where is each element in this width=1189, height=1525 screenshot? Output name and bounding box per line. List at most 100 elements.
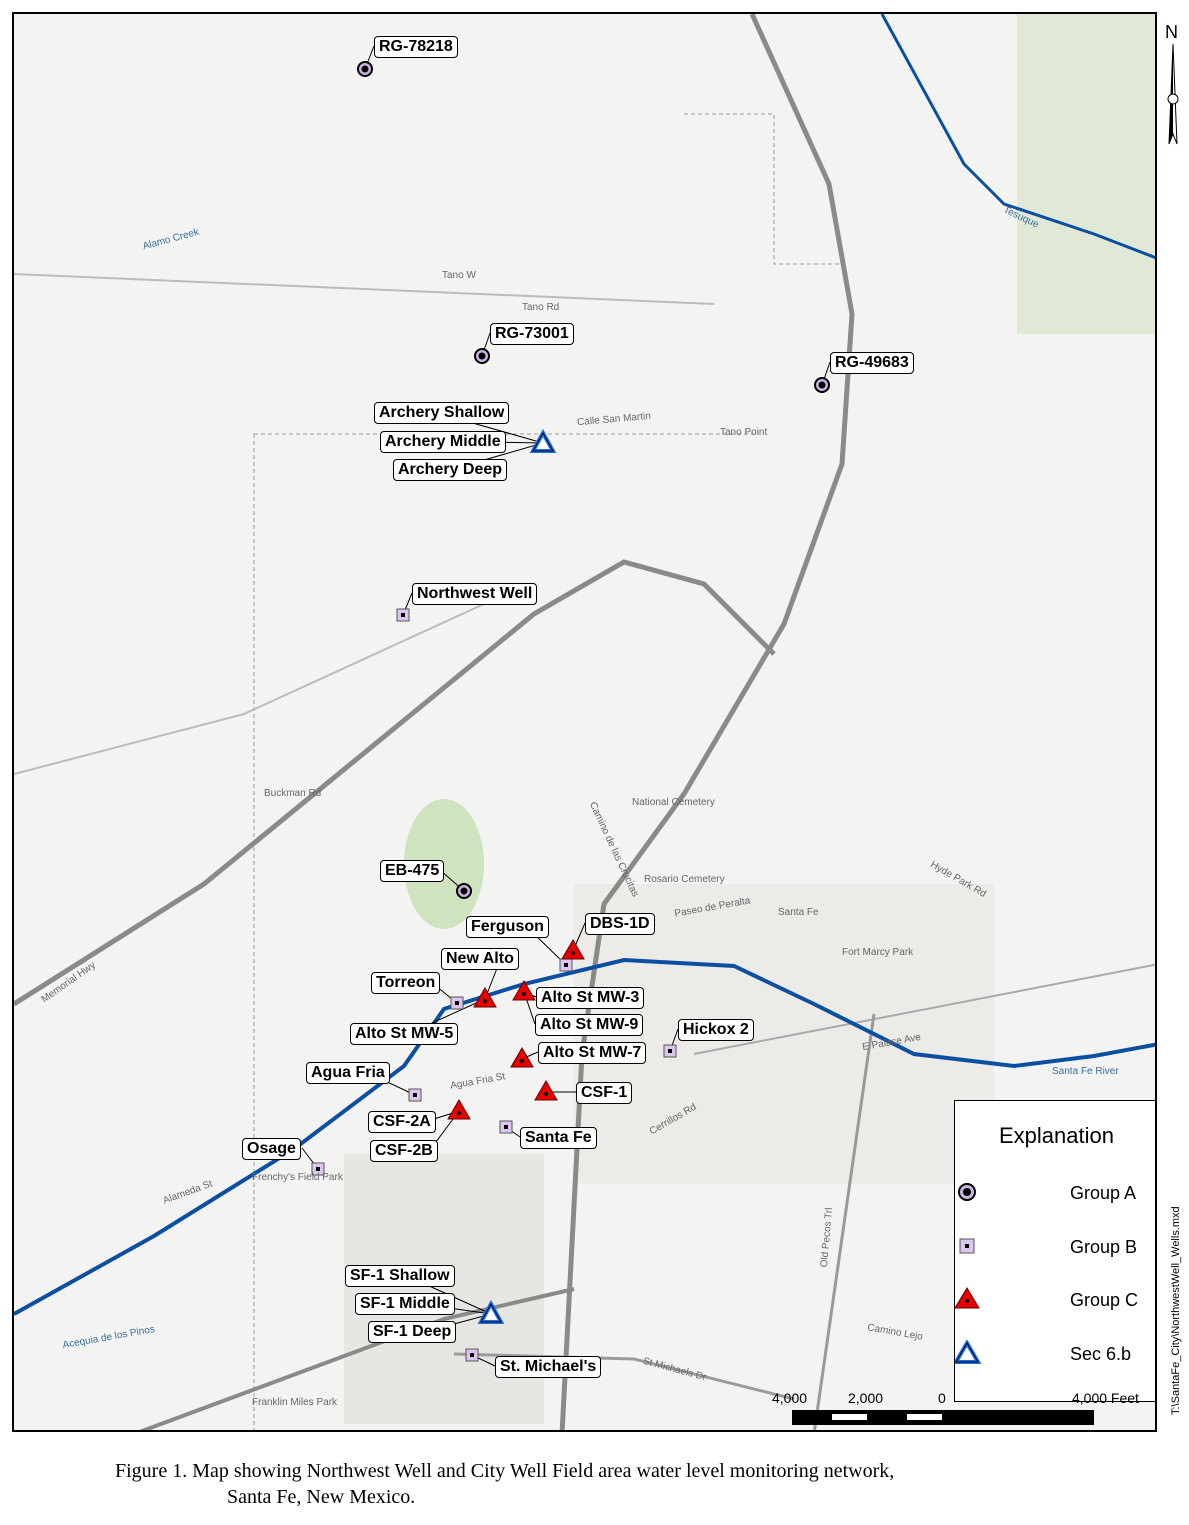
road (14, 603, 485, 775)
group-c-well-marker[interactable] (473, 987, 497, 1008)
well-label[interactable]: Archery Middle (380, 431, 506, 453)
group-b-well-marker[interactable] (465, 1348, 479, 1362)
well-label[interactable]: St. Michael's (495, 1356, 602, 1378)
well-label[interactable]: Agua Fria (306, 1062, 390, 1084)
north-label: N (1165, 22, 1178, 42)
street-label: National Cemetery (632, 797, 715, 808)
legend-label: Group B (1070, 1237, 1138, 1257)
well-label[interactable]: Archery Deep (393, 459, 508, 481)
sec6b-well-marker[interactable] (529, 428, 557, 453)
circle-dot-icon (958, 1183, 976, 1201)
legend-item-group-c: Group C (955, 1286, 1155, 1316)
street-label: Tano Rd (522, 302, 560, 313)
street-label: Buckman Rd (264, 788, 322, 799)
group-b-well-marker[interactable] (408, 1088, 422, 1102)
group-a-well-marker[interactable] (474, 348, 490, 364)
well-label[interactable]: Alto St MW-3 (536, 987, 645, 1009)
caption-line-2: Santa Fe, New Mexico. (227, 1486, 416, 1508)
group-c-well-marker[interactable] (510, 1047, 534, 1068)
well-label[interactable]: Osage (242, 1138, 301, 1160)
well-label[interactable]: CSF-2B (370, 1140, 438, 1162)
legend-item-group-b: Group B (955, 1233, 1155, 1263)
group-b-well-marker[interactable] (311, 1162, 325, 1176)
group-b-well-marker[interactable] (396, 608, 410, 622)
group-c-well-marker[interactable] (512, 980, 536, 1001)
blue-triangle-icon (955, 1340, 982, 1364)
street-label: Fort Marcy Park (842, 947, 914, 958)
street-label: Santa Fe (778, 907, 819, 918)
well-label[interactable]: SF-1 Deep (368, 1321, 457, 1343)
well-label[interactable]: Ferguson (466, 916, 549, 938)
st-michaels-drive (453, 1352, 795, 1401)
well-label[interactable]: DBS-1D (585, 913, 655, 935)
well-label[interactable]: Santa Fe (520, 1127, 597, 1149)
group-a-well-marker[interactable] (814, 377, 830, 393)
boundary-line (253, 433, 754, 1430)
forest-area (1017, 14, 1155, 334)
old-pecos-trail (813, 1013, 876, 1430)
group-b-well-marker[interactable] (663, 1044, 677, 1058)
well-markers (311, 61, 830, 1362)
well-label[interactable]: RG-49683 (830, 352, 914, 374)
group-b-well-marker[interactable] (559, 958, 573, 972)
legend-item-group-a: Group A (955, 1179, 1155, 1209)
well-label[interactable]: CSF-1 (576, 1082, 633, 1104)
street-label: Franklin Miles Park (252, 1397, 338, 1408)
well-label[interactable]: CSF-2A (368, 1111, 436, 1133)
tesuque-river (880, 14, 1155, 260)
well-label[interactable]: SF-1 Shallow (345, 1265, 455, 1287)
sec6b-well-marker[interactable] (477, 1299, 505, 1324)
well-label[interactable]: RG-78218 (374, 36, 458, 58)
well-label[interactable]: New Alto (441, 948, 519, 970)
group-b-well-marker[interactable] (450, 996, 464, 1010)
legend-label: Group C (1070, 1290, 1139, 1310)
tano-road (14, 273, 715, 305)
red-triangle-icon (955, 1287, 980, 1309)
well-label[interactable]: EB-475 (380, 860, 445, 882)
street-label: Tano W (442, 270, 476, 281)
scale-bar-graphic (792, 1410, 1094, 1425)
file-path: T:\SantaFe_City\NorthwestWell_Wells.mxd (1170, 1206, 1182, 1415)
legend-title: Explanation (999, 1123, 1114, 1148)
urban-area (344, 1154, 544, 1424)
street-label: Santa Fe River (1052, 1066, 1119, 1077)
cerrillos-road (139, 1287, 575, 1430)
legend: Explanation Group A Group B Group C Sec … (954, 1100, 1155, 1402)
street-label: Frenchy's Field Park (252, 1172, 343, 1183)
boundary-line (684, 113, 844, 265)
street-label: Tano Point (720, 427, 768, 438)
palace-ave (693, 963, 1155, 1055)
legend-label: Group A (1070, 1183, 1137, 1203)
well-label[interactable]: Alto St MW-9 (535, 1014, 644, 1036)
north-arrow: N (1160, 22, 1186, 152)
well-label[interactable]: Northwest Well (412, 583, 538, 605)
scale-tick: 4,000 Feet (1072, 1390, 1139, 1406)
well-label[interactable]: Alto St MW-5 (350, 1023, 459, 1045)
north-arrow-icon (1167, 44, 1179, 145)
well-label[interactable]: RG-73001 (490, 323, 574, 345)
caption-line-1: Figure 1. Map showing Northwest Well and… (115, 1460, 895, 1482)
scale-tick: 0 (938, 1390, 946, 1406)
well-label[interactable]: Torreon (371, 972, 441, 994)
well-label[interactable]: SF-1 Middle (355, 1293, 455, 1315)
square-dot-icon (959, 1238, 975, 1254)
highway-599 (14, 559, 776, 1007)
scale-tick: 2,000 (848, 1390, 884, 1406)
figure-caption: Figure 1. Map showing Northwest Well and… (115, 1458, 894, 1510)
well-label[interactable]: Hickox 2 (678, 1019, 754, 1041)
group-c-well-marker[interactable] (534, 1080, 558, 1101)
highway-285-84 (559, 14, 855, 1430)
scale-tick: 4,000 (772, 1390, 808, 1406)
legend-item-sec6b: Sec 6.b (955, 1340, 1155, 1370)
group-a-well-marker[interactable] (456, 883, 472, 899)
group-b-well-marker[interactable] (499, 1120, 513, 1134)
group-c-well-marker[interactable] (447, 1099, 471, 1120)
group-a-well-marker[interactable] (357, 61, 373, 77)
well-label[interactable]: Alto St MW-7 (538, 1042, 647, 1064)
scale-bar: 4,000 2,000 0 4,000 Feet (770, 1390, 1160, 1430)
legend-label: Sec 6.b (1070, 1344, 1132, 1364)
street-label: Rosario Cemetery (644, 874, 725, 885)
well-label[interactable]: Archery Shallow (374, 402, 510, 424)
group-c-well-marker[interactable] (561, 939, 585, 960)
